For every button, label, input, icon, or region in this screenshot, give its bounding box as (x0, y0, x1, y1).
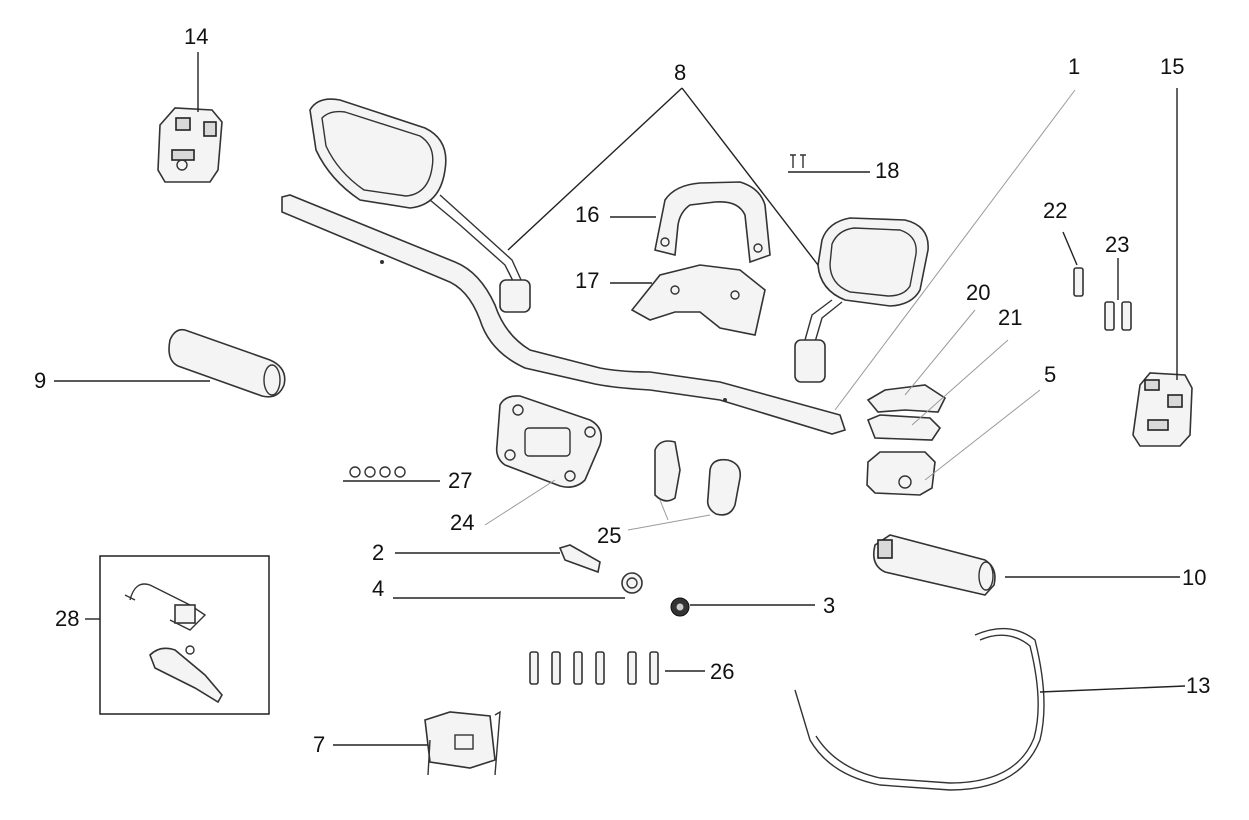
callout-18: 18 (875, 158, 899, 183)
callout-4: 4 (372, 576, 384, 601)
part-cover-screws (790, 154, 806, 168)
callout-2: 2 (372, 540, 384, 565)
callout-17: 17 (575, 268, 599, 293)
callout-3: 3 (823, 593, 835, 618)
part-2-bolt (558, 544, 601, 574)
part-handlebar (281, 194, 847, 435)
callout-28: 28 (55, 606, 79, 631)
callout-labels: 14 8 1 15 18 16 22 23 17 20 21 5 9 27 24… (34, 24, 1210, 757)
part-3-nut (670, 597, 690, 617)
callout-14: 14 (184, 24, 208, 49)
callout-26: 26 (710, 659, 734, 684)
callout-9: 9 (34, 368, 46, 393)
part-26-bolts (529, 651, 659, 685)
part-bolt-22 (1073, 267, 1084, 297)
callout-13: 13 (1186, 673, 1210, 698)
part-7-bracket (424, 710, 501, 776)
part-lower-cover (630, 264, 766, 336)
part-13-cable (794, 627, 1045, 791)
part-bolts-23 (1104, 301, 1132, 331)
part-left-grip (168, 328, 286, 398)
part-left-switch-housing (157, 107, 223, 183)
callout-23: 23 (1105, 232, 1129, 257)
part-5-plate (866, 451, 936, 496)
callout-22: 22 (1043, 198, 1067, 223)
callout-27: 27 (448, 468, 472, 493)
callout-25: 25 (597, 523, 621, 548)
part-28-lever-assembly (99, 555, 270, 715)
part-right-mirror (794, 217, 929, 383)
part-right-grip (872, 534, 996, 596)
callout-20: 20 (966, 280, 990, 305)
part-20 (866, 384, 947, 413)
callout-15: 15 (1160, 54, 1184, 79)
part-4-washer (621, 572, 643, 594)
part-lower-clamp (495, 395, 603, 488)
callout-10: 10 (1182, 565, 1206, 590)
part-27-rings (349, 466, 406, 478)
part-left-mirror (309, 98, 531, 313)
part-right-switch-housing (1132, 372, 1193, 447)
callout-1: 1 (1068, 54, 1080, 79)
callout-5: 5 (1044, 362, 1056, 387)
part-21 (866, 414, 942, 441)
inset-frame (99, 555, 270, 715)
part-upper-clamps (654, 440, 742, 516)
callout-24: 24 (450, 510, 474, 535)
leader-lines (54, 52, 1186, 746)
callout-8: 8 (674, 60, 686, 85)
callout-21: 21 (998, 305, 1022, 330)
callout-7: 7 (313, 732, 325, 757)
part-upper-cover (654, 181, 771, 264)
callout-16: 16 (575, 202, 599, 227)
